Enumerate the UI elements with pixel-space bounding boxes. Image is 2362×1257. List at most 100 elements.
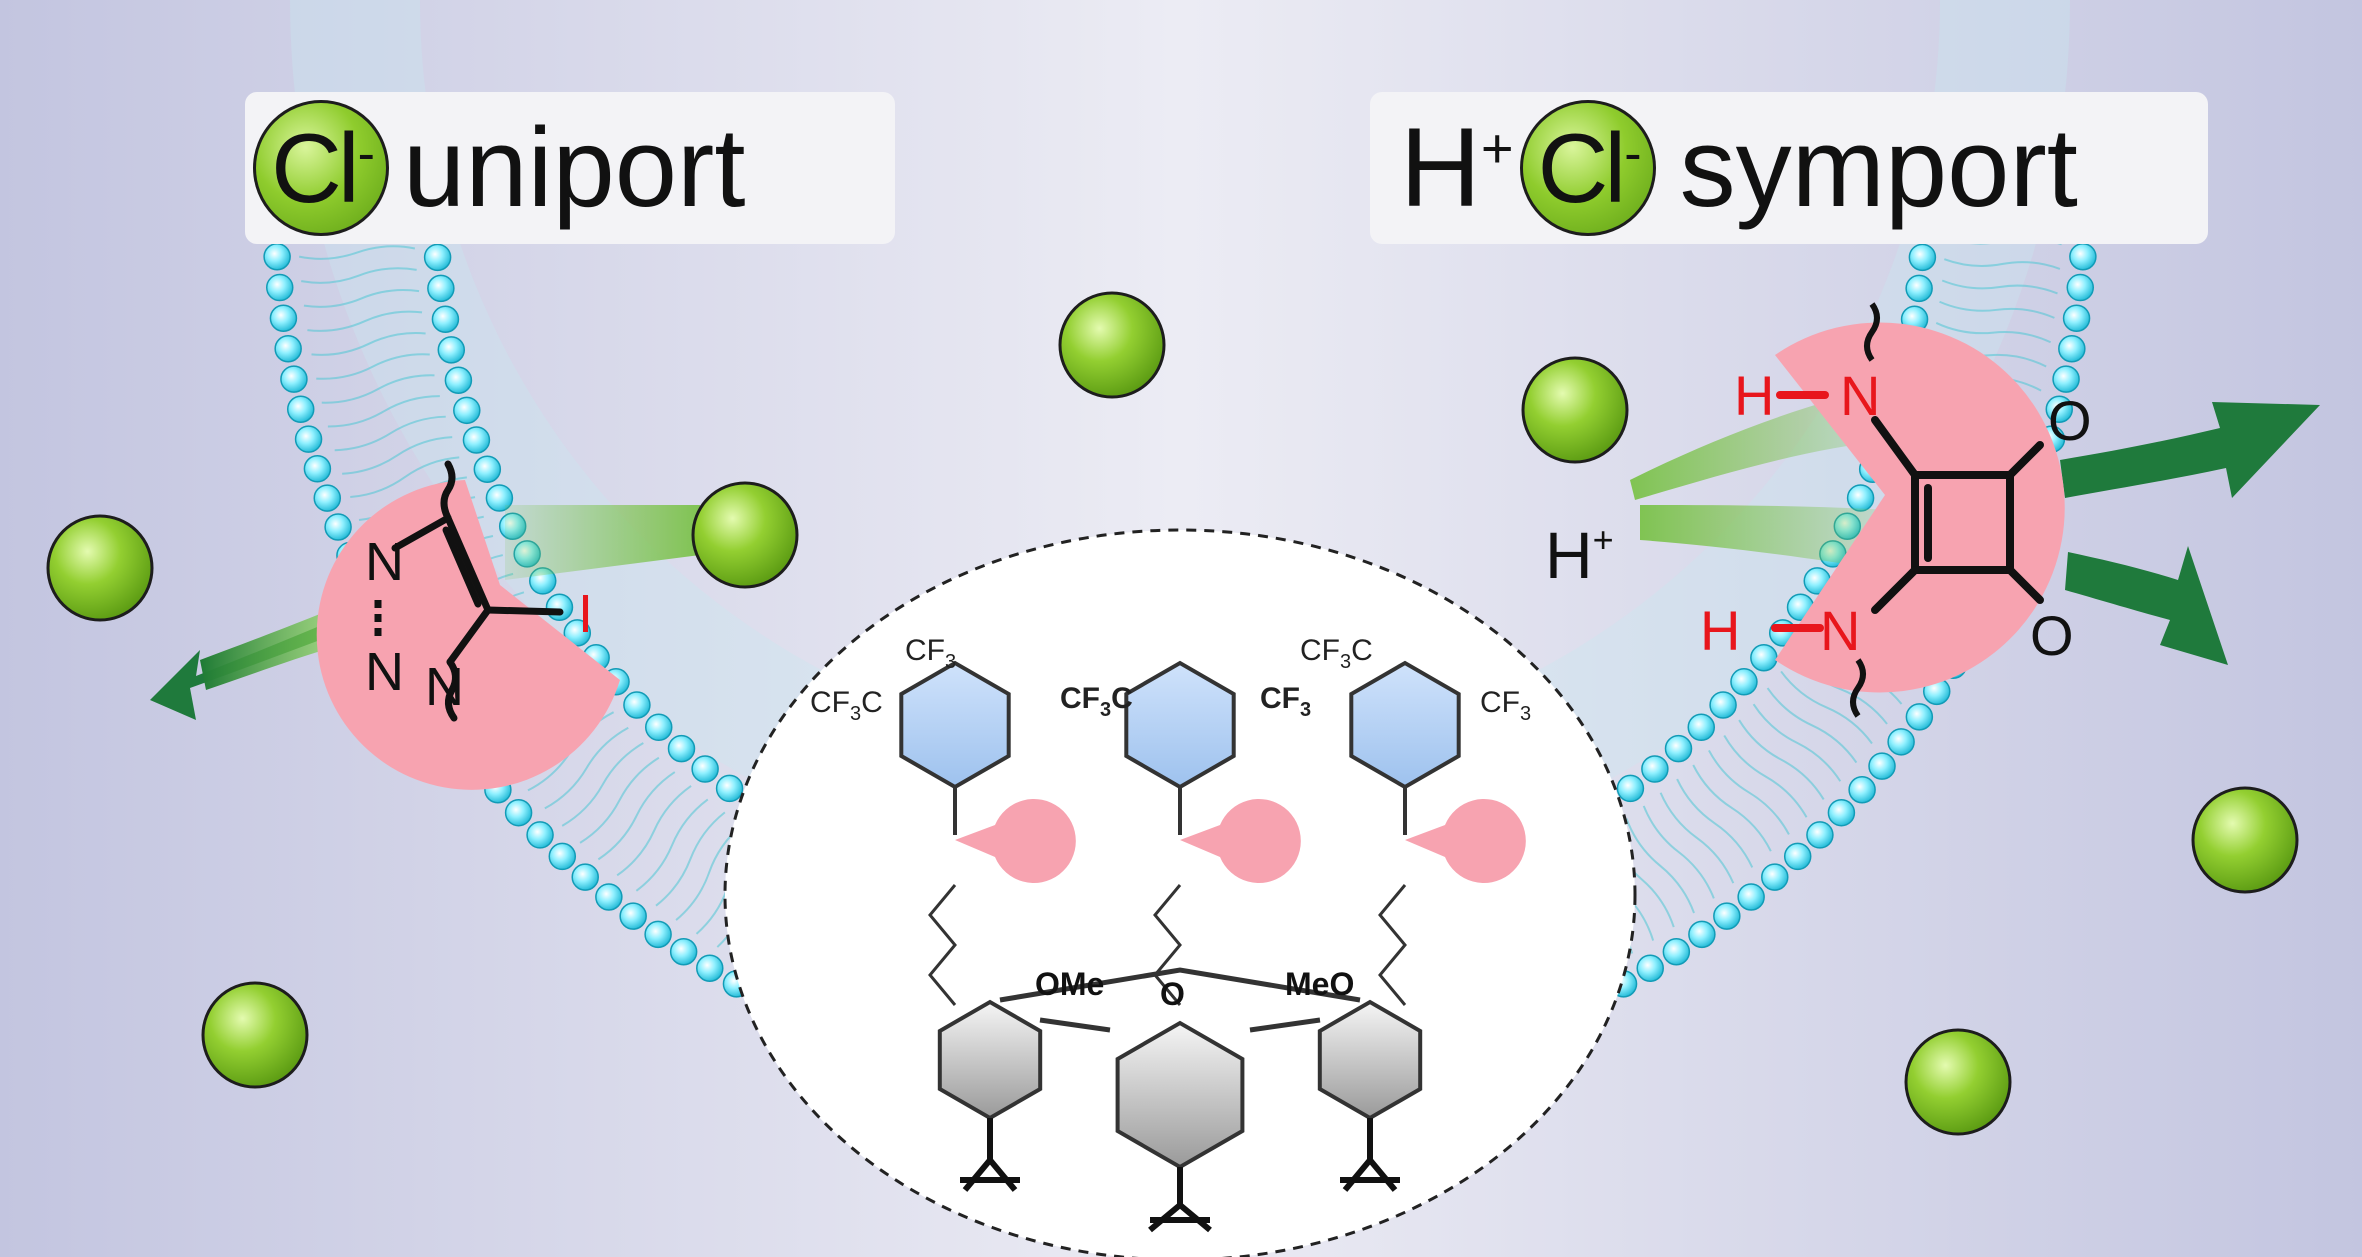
symport-arrow-lower <box>2065 546 2228 665</box>
lipid-head <box>2052 365 2080 393</box>
cf3-label-carbon: C <box>1111 682 1133 715</box>
lipid-head <box>269 304 298 332</box>
lipid-head <box>1664 734 1693 763</box>
cf3-label: CF3 <box>905 634 956 673</box>
chloride-charge: - <box>357 125 375 183</box>
lipid-head <box>2058 335 2086 363</box>
calix-bridges <box>999 967 1361 1033</box>
symport-text: symport <box>1679 105 2078 230</box>
cf3-label: CF3 <box>1480 686 1531 725</box>
lipid-head <box>1806 821 1834 849</box>
lipid-tail <box>334 415 446 452</box>
lipid-tail <box>307 310 423 332</box>
mini-pacman <box>955 799 1076 883</box>
lipid-head <box>265 273 294 302</box>
lipid-tail <box>1642 805 1715 899</box>
lipid-head <box>545 593 574 622</box>
lipid-head <box>715 774 744 803</box>
lipid-head <box>444 366 473 395</box>
lipid-head <box>1616 774 1645 803</box>
cf3-label: CF3 <box>1260 682 1311 721</box>
lipid-head <box>1688 920 1716 949</box>
uniport-text: uniport <box>403 105 746 230</box>
chloride-ions <box>46 291 2299 1136</box>
cf3-label-subscript: 3 <box>1300 699 1311 721</box>
triazole-atom-iodine: I <box>578 584 593 644</box>
chloride-charge-symport: - <box>1624 125 1641 183</box>
chloride-badge-symport: Cl- <box>1519 100 1656 236</box>
lipid-head <box>1848 776 1876 804</box>
cf3-label-cf: CF <box>905 634 945 667</box>
cf3-label-subscript: 3 <box>1100 699 1111 721</box>
calix-substituent: O <box>1160 976 1185 1012</box>
lipid-head <box>1730 668 1758 696</box>
lipid-head <box>473 455 502 484</box>
chloride-ion <box>201 981 309 1089</box>
symport-cation-charge: + <box>1480 116 1514 180</box>
lipid-tail <box>1676 778 1754 868</box>
uniport-label: Cl- uniport <box>245 92 895 244</box>
symport-label: H+ Cl- symport <box>1370 92 2208 244</box>
cf3-label-carbon: C <box>1351 634 1373 667</box>
symport-cation-symbol: H <box>1400 105 1481 230</box>
cf3-label-subscript: 3 <box>850 703 861 725</box>
lipid-head <box>2069 243 2097 271</box>
lipid-head <box>485 484 514 512</box>
symport-arrow-upper <box>2060 402 2320 498</box>
cf3-label-subscript: 3 <box>1520 703 1531 725</box>
lipid-head <box>691 755 719 783</box>
uniport-streak <box>505 505 700 580</box>
calix-substituent: OMe <box>1035 966 1104 1002</box>
lipid-tail <box>1941 279 2058 295</box>
lipid-head <box>1761 863 1789 891</box>
cf3-label: CF3C <box>810 686 883 725</box>
lipid-tail <box>1625 818 1695 914</box>
chloride-badge-uniport: Cl- <box>253 100 389 236</box>
lipid-head <box>1783 842 1812 871</box>
lipid-tail <box>1935 322 2052 344</box>
tert-butyl-left <box>960 1118 1020 1192</box>
lipid-tail <box>1723 734 1808 818</box>
lipid-head <box>294 425 323 453</box>
lipid-head <box>644 920 672 949</box>
lipid-head <box>324 513 352 541</box>
cf3-label-cf: CF <box>1300 634 1340 667</box>
lipid-head <box>696 954 724 982</box>
lipid-head <box>1687 713 1715 742</box>
lipid-head <box>1662 937 1691 966</box>
lipid-tail <box>597 771 676 861</box>
lipid-head <box>1887 728 1915 756</box>
cf3-label-subscript: 3 <box>1340 651 1351 673</box>
lipid-head <box>504 798 533 827</box>
calix-substituent: MeO <box>1285 966 1354 1002</box>
lipid-tail <box>342 436 453 475</box>
lipid-tail <box>616 785 692 877</box>
lipid-head <box>2062 304 2091 332</box>
lipid-tail <box>544 726 629 810</box>
lipid-tail <box>635 798 709 892</box>
mini-pacman <box>1405 799 1526 883</box>
lipid-head <box>667 734 696 763</box>
lipid-head <box>2066 273 2095 302</box>
lipid-tail <box>327 395 440 428</box>
lipid-head <box>563 619 592 647</box>
proton-charge: + <box>1593 519 1614 560</box>
mini-pacman <box>1180 799 1301 883</box>
lipid-tail <box>316 353 430 380</box>
proton-marker: H+ <box>1545 518 1614 592</box>
lipid-head <box>313 484 342 512</box>
lipid-tail <box>1752 703 1842 782</box>
lipid-tail <box>1692 764 1772 852</box>
lipid-head <box>619 902 647 930</box>
lipid-tail <box>1766 687 1858 764</box>
lipid-head <box>645 713 673 742</box>
lipid-head <box>571 863 599 891</box>
lipid-tail <box>1943 258 2061 270</box>
chloride-symbol-symport: Cl <box>1537 112 1627 223</box>
lipid-head <box>437 336 466 364</box>
chloride-ion <box>46 514 154 622</box>
lipid-head <box>427 274 455 303</box>
cf3-label-carbon: C <box>861 686 883 719</box>
lipid-head <box>280 365 308 393</box>
